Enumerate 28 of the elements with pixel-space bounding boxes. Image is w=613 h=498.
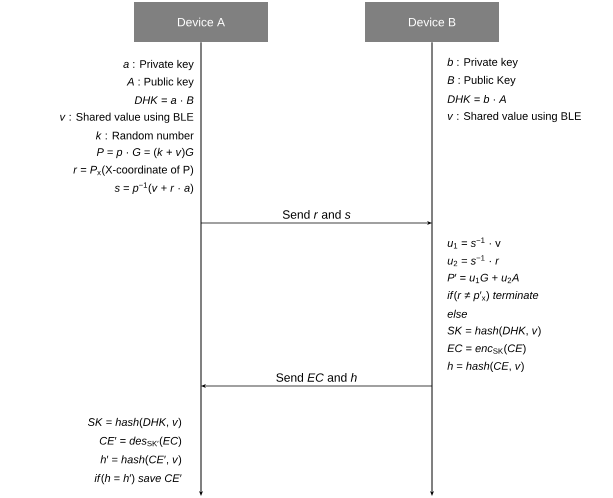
formula-line: b : Private key bbox=[447, 58, 518, 68]
formula-line: r = P$_{x}$(X-coordinate of P) bbox=[73, 165, 194, 176]
formula-line: EC = enc$_{SK}$(CE) bbox=[448, 344, 526, 354]
formula-line: v : Shared value using BLE bbox=[448, 112, 581, 122]
device-box: Device B bbox=[365, 2, 499, 42]
formula-line: else bbox=[448, 310, 467, 318]
formula-line: if(h = h′) save CE′ bbox=[94, 474, 182, 484]
formula-line: a : Private key bbox=[123, 60, 194, 70]
formula-line: P = p · G = (k + v)G bbox=[96, 148, 194, 158]
edge-label: Send r and s bbox=[282, 210, 350, 219]
formula-line: CE′ = des$_{SK′}$(EC) bbox=[100, 436, 182, 447]
formula-line: SK = hash(DHK, v) bbox=[88, 418, 182, 428]
formula-line: DHK = b · A bbox=[448, 94, 506, 104]
formula-line: s = p$^{−1}$(v + r · a) bbox=[114, 182, 194, 194]
formula-line: h′ = hash(CE′, v) bbox=[100, 455, 182, 466]
formula-line: SK = hash(DHK, v) bbox=[448, 326, 541, 337]
formula-line: u$_{1}$ = s$^{−1}$ · v bbox=[448, 238, 501, 248]
formula-line: DHK = a · B bbox=[134, 96, 194, 104]
formula-line: v : Shared value using BLE bbox=[60, 112, 194, 123]
formula-line: k : Random number bbox=[96, 131, 194, 140]
formula-line: B : Public Key bbox=[448, 76, 516, 86]
formula-line: A : Public key bbox=[126, 77, 194, 88]
device-box: Device A bbox=[134, 2, 268, 42]
formula-line: u$_{2}$ = s$^{−1}$ · r bbox=[448, 255, 500, 266]
edge-label: Send EC and h bbox=[276, 373, 357, 382]
formula-line: if(r ≠ p′$_{x}$) terminate bbox=[447, 290, 538, 302]
formula-line: P′ = u$_{1}$G + u$_{2}$A bbox=[448, 274, 519, 284]
formula-line: h = hash(CE, v) bbox=[447, 362, 524, 372]
